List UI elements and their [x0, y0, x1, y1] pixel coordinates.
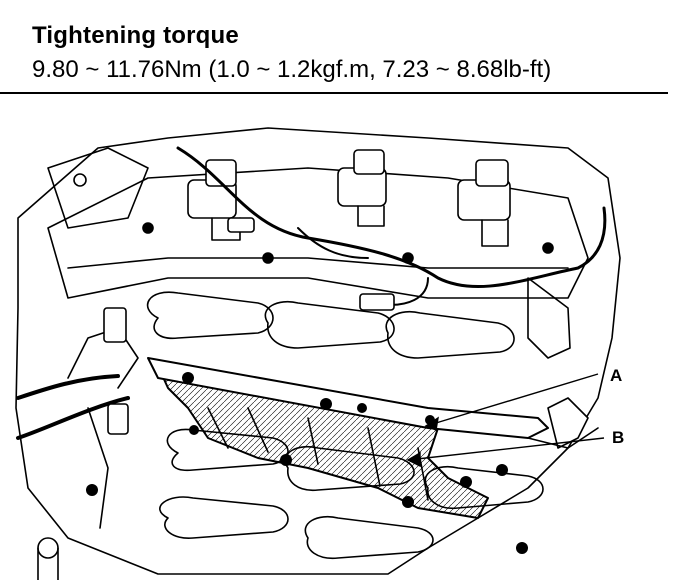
gasket-a: [147, 357, 549, 439]
cam-cover: [47, 167, 589, 299]
wiring-harness: [176, 146, 607, 289]
heat-shield-b: [157, 365, 489, 519]
torque-spec-value: 9.80 ~ 11.76Nm (1.0 ~ 1.2kgf.m, 7.23 ~ 8…: [32, 56, 552, 83]
callout-a-leader: [425, 373, 599, 427]
callout-b-leader: [407, 437, 605, 461]
mounting-bolts: [86, 372, 528, 554]
cylinder-head-outline: [15, 127, 621, 575]
callout-label-a: A: [610, 366, 623, 385]
torque-title: Tightening torque: [32, 22, 239, 49]
engine-line-drawing: [15, 127, 621, 580]
ignition-coil-2: [337, 149, 387, 227]
ignition-coil-3: [457, 159, 511, 247]
spec-header: Tightening torque 9.80 ~ 11.76Nm (1.0 ~ …: [0, 0, 668, 94]
callout-label-b: B: [612, 428, 625, 447]
